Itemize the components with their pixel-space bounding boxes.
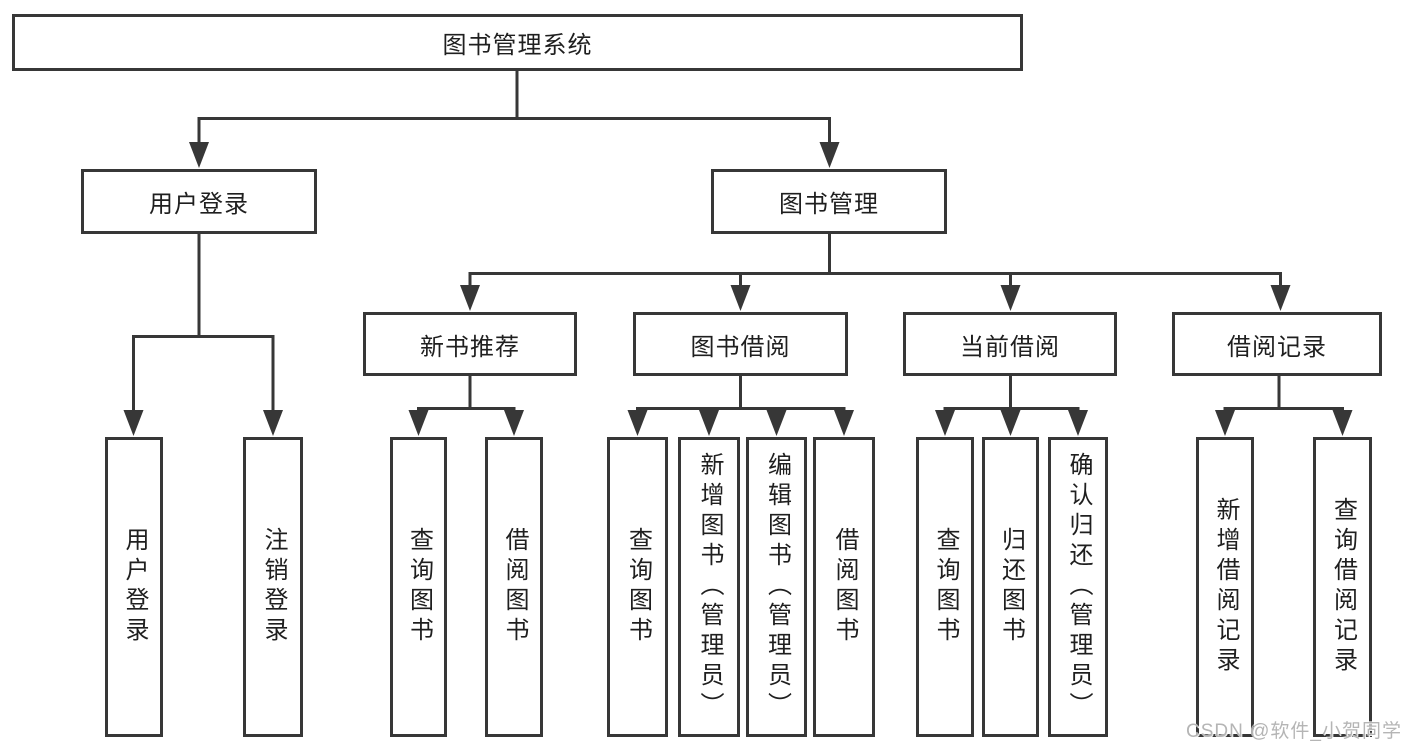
arrowhead xyxy=(1000,410,1021,436)
node-label: 当前借阅 xyxy=(960,333,1060,361)
leaf-query-borrow-record: 查询借阅记录 xyxy=(1313,437,1372,737)
arrowhead xyxy=(935,410,955,436)
leaf-label: 借阅图书 xyxy=(501,527,528,647)
arrowhead xyxy=(408,410,429,436)
node-root-label: 图书管理系统 xyxy=(442,32,593,59)
node-borrow-records: 借阅记录 xyxy=(1172,312,1382,376)
leaf-label: 查询借阅记录 xyxy=(1329,497,1357,677)
leaf-logout-login: 注销登录 xyxy=(243,437,303,737)
csdn-watermark: CSDN @软件_小贺同学 xyxy=(1186,721,1402,742)
leaf-user-login: 用户登录 xyxy=(105,437,163,737)
node-root-system: 图书管理系统 xyxy=(12,14,1023,71)
leaf-label: 确认归还（管理员） xyxy=(1065,452,1092,722)
leaf-edit-book-admin: 编辑图书（管理员） xyxy=(746,437,807,737)
arrowhead xyxy=(263,410,283,436)
node-label: 用户登录 xyxy=(149,191,249,218)
arrowhead xyxy=(123,410,144,436)
arrowhead xyxy=(627,410,648,436)
leaf-label: 查询图书 xyxy=(624,527,652,647)
arrowhead xyxy=(699,410,719,436)
node-book-borrow: 图书借阅 xyxy=(633,312,848,376)
arrowhead xyxy=(1068,410,1088,436)
arrowheads xyxy=(123,142,1353,436)
leaf-label: 注销登录 xyxy=(260,527,287,647)
arrowhead xyxy=(504,410,524,436)
arrowhead xyxy=(1215,410,1235,436)
node-label: 新书推荐 xyxy=(420,333,520,361)
leaf-add-borrow-record: 新增借阅记录 xyxy=(1196,437,1254,737)
leaf-borrow-book: 借阅图书 xyxy=(813,437,875,737)
node-label: 图书管理 xyxy=(779,191,879,218)
arrowhead xyxy=(766,410,787,436)
arrowhead xyxy=(1000,285,1021,311)
leaf-borrow-book-recommend: 借阅图书 xyxy=(485,437,543,737)
leaf-confirm-return-admin: 确认归还（管理员） xyxy=(1048,437,1108,737)
node-book-management: 图书管理 xyxy=(711,169,947,234)
arrowhead xyxy=(834,410,854,436)
leaf-return-book: 归还图书 xyxy=(982,437,1039,737)
node-user-login: 用户登录 xyxy=(81,169,317,234)
leaf-label: 新增借阅记录 xyxy=(1212,497,1239,677)
leaf-label: 借阅图书 xyxy=(831,527,858,647)
leaf-add-book-admin: 新增图书（管理员） xyxy=(678,437,740,737)
node-label: 借阅记录 xyxy=(1227,333,1327,361)
leaf-label: 归还图书 xyxy=(997,527,1025,647)
node-label: 图书借阅 xyxy=(690,333,791,361)
arrowhead xyxy=(730,285,751,311)
node-new-book-recommend: 新书推荐 xyxy=(363,312,577,376)
leaf-query-book-recommend: 查询图书 xyxy=(390,437,447,737)
arrowhead xyxy=(189,142,209,168)
arrowhead xyxy=(1332,410,1353,436)
leaf-label: 编辑图书（管理员） xyxy=(763,452,791,722)
arrowhead xyxy=(460,285,480,311)
node-current-borrow: 当前借阅 xyxy=(903,312,1117,376)
leaf-query-book-current: 查询图书 xyxy=(916,437,974,737)
arrowhead xyxy=(819,142,840,168)
leaf-label: 查询图书 xyxy=(932,527,959,647)
arrowhead xyxy=(1270,285,1291,311)
leaf-label: 用户登录 xyxy=(121,527,148,647)
leaf-label: 查询图书 xyxy=(405,527,433,647)
leaf-query-book-borrow: 查询图书 xyxy=(607,437,668,737)
leaf-label: 新增图书（管理员） xyxy=(696,452,723,722)
